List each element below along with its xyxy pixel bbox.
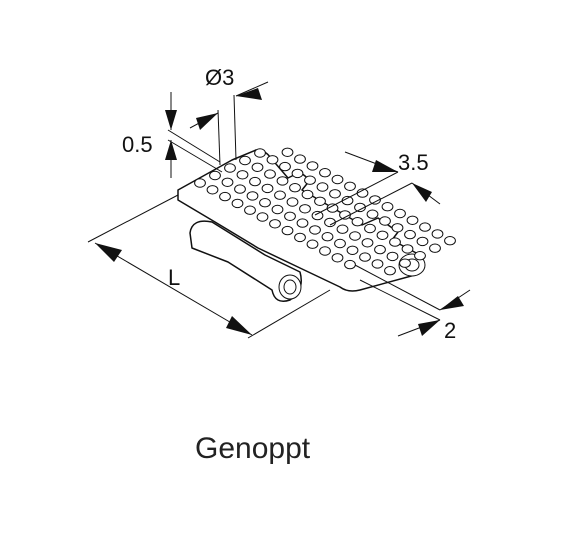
perforation-hole	[369, 195, 381, 205]
perforation-hole	[401, 244, 414, 254]
thickness-label: 0.5	[122, 132, 153, 157]
caption: Genoppt	[195, 432, 311, 465]
perforation-hole	[384, 266, 396, 276]
perforation-hole	[344, 181, 356, 192]
perforation-hole	[344, 259, 356, 270]
perforation-hole	[291, 168, 304, 179]
perforation-hole	[374, 244, 386, 255]
perforation-hole	[224, 163, 236, 173]
perforation-hole	[296, 218, 309, 228]
perforation-hole	[309, 225, 321, 235]
perforation-hole	[221, 177, 234, 188]
perforation-hole	[244, 205, 256, 215]
perforation-hole	[274, 190, 286, 200]
perforation-hole	[256, 212, 269, 222]
pitch-label: 3.5	[398, 150, 429, 175]
perforation-hole	[304, 175, 316, 185]
perforation-hole	[246, 191, 259, 201]
dimension-thickness: 0.5	[122, 92, 223, 178]
dimension-diameter: Ø3	[189, 65, 269, 166]
perforation-hole	[336, 224, 349, 234]
perforation-hole	[239, 155, 251, 166]
perforation-hole	[319, 246, 331, 256]
dimension-gap: 2	[354, 264, 471, 343]
perforation-hole	[444, 236, 456, 246]
perforation-hole	[281, 225, 294, 236]
perforation-hole	[431, 229, 444, 239]
perforation-hole	[306, 161, 319, 171]
perforation-hole	[259, 198, 271, 208]
gap-label: 2	[444, 318, 456, 343]
perforation-hole	[281, 147, 294, 158]
perforation-hole	[381, 202, 394, 212]
perforation-hole	[346, 245, 359, 256]
perforation-hole	[351, 217, 364, 227]
perforation-hole	[266, 155, 279, 165]
perforation-hole	[329, 189, 341, 199]
perforation-hole	[334, 238, 346, 249]
perforation-hole	[429, 243, 441, 253]
perforation-hole	[311, 210, 324, 221]
perforation-hole	[371, 259, 384, 269]
perforation-hole	[279, 161, 291, 172]
perforation-hole	[194, 178, 206, 188]
perforation-hole	[269, 219, 281, 229]
perforation-hole	[276, 176, 289, 186]
perforation-hole	[286, 197, 299, 207]
perforation-hole	[416, 236, 429, 247]
perforation-hole	[319, 168, 331, 178]
perforation-hole	[236, 170, 249, 180]
perforation-hole	[359, 252, 371, 262]
perforation-hole	[289, 183, 301, 193]
perforation-hole	[299, 204, 311, 214]
dimension-length: L	[87, 194, 331, 339]
perforation-hole	[376, 230, 389, 241]
perforation-hole	[314, 196, 326, 207]
perforation-hole	[399, 258, 411, 268]
perforation-hole	[366, 209, 379, 219]
perforation-hole	[219, 191, 231, 202]
perforation-hole	[206, 185, 219, 195]
dimension-pitch: 3.5	[314, 150, 441, 226]
perforation-hole	[316, 182, 329, 192]
perforation-hole	[264, 169, 276, 179]
perforation-hole	[294, 232, 306, 243]
perforation-hole	[414, 251, 426, 261]
perforation-hole	[261, 183, 274, 194]
perforation-hole	[394, 208, 406, 219]
perforation-hole	[389, 237, 401, 247]
perforation-hole	[419, 222, 431, 232]
perforation-hole	[364, 223, 376, 234]
perforation-hole	[284, 211, 296, 222]
perforation-hole	[249, 176, 261, 187]
perforation-hole	[321, 232, 334, 242]
perforation-hole	[391, 223, 404, 233]
perforation-hole	[294, 154, 306, 164]
perforation-hole	[231, 198, 244, 209]
perforation-hole	[251, 162, 264, 173]
length-label: L	[168, 265, 180, 290]
perforation-hole	[324, 217, 336, 228]
perforation-holes	[194, 147, 456, 276]
perforation-hole	[306, 239, 319, 249]
perforation-hole	[331, 174, 344, 185]
perforation-hole	[301, 189, 314, 200]
perforation-hole	[404, 229, 416, 240]
perforation-hole	[361, 238, 374, 248]
perforation-hole	[349, 231, 361, 241]
perforation-hole	[386, 251, 399, 262]
perforation-hole	[326, 203, 339, 213]
perforation-hole	[271, 204, 284, 215]
perforation-hole	[406, 215, 419, 226]
perforation-hole	[234, 184, 246, 194]
perforation-hole	[254, 148, 266, 158]
diameter-label: Ø3	[205, 65, 234, 90]
perforation-hole	[379, 216, 391, 226]
perforation-hole	[331, 253, 344, 263]
perforation-hole	[209, 170, 221, 181]
